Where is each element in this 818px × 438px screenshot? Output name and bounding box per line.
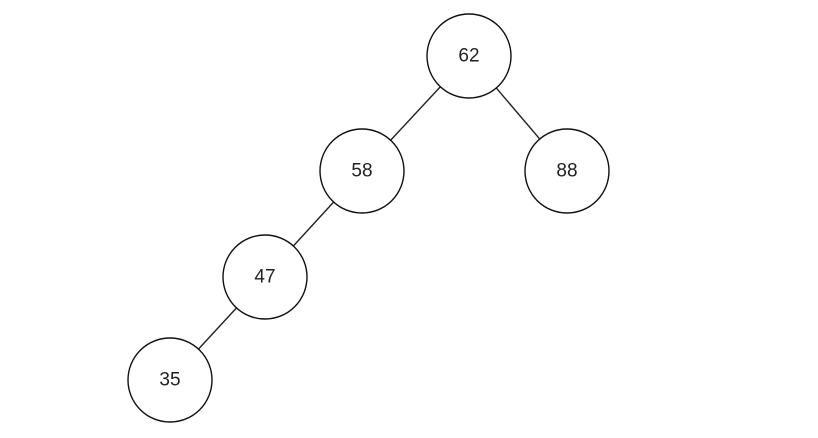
tree-node-label: 58 — [351, 161, 372, 182]
tree-node-label: 35 — [159, 370, 180, 391]
tree-node-label: 88 — [556, 161, 577, 182]
tree-node-circle — [222, 234, 308, 320]
tree-node-35: 35 — [127, 337, 213, 423]
tree-node-circle — [426, 13, 512, 99]
tree-edge-62-58 — [390, 86, 441, 141]
tree-node-circle — [524, 128, 610, 214]
tree-node-58: 58 — [319, 128, 405, 214]
tree-nodes: 62 58 88 47 35 — [127, 13, 610, 423]
tree-node-circle — [127, 337, 213, 423]
tree-node-label: 62 — [458, 46, 479, 67]
tree-edge-62-88 — [495, 87, 541, 140]
tree-node-label: 47 — [254, 267, 275, 288]
tree-node-88: 88 — [524, 128, 610, 214]
tree-node-circle — [319, 128, 405, 214]
tree-edge-58-47 — [292, 201, 335, 247]
tree-edge-47-35 — [197, 307, 238, 350]
tree-edges — [197, 86, 541, 350]
tree-node-62: 62 — [426, 13, 512, 99]
tree-node-47: 47 — [222, 234, 308, 320]
